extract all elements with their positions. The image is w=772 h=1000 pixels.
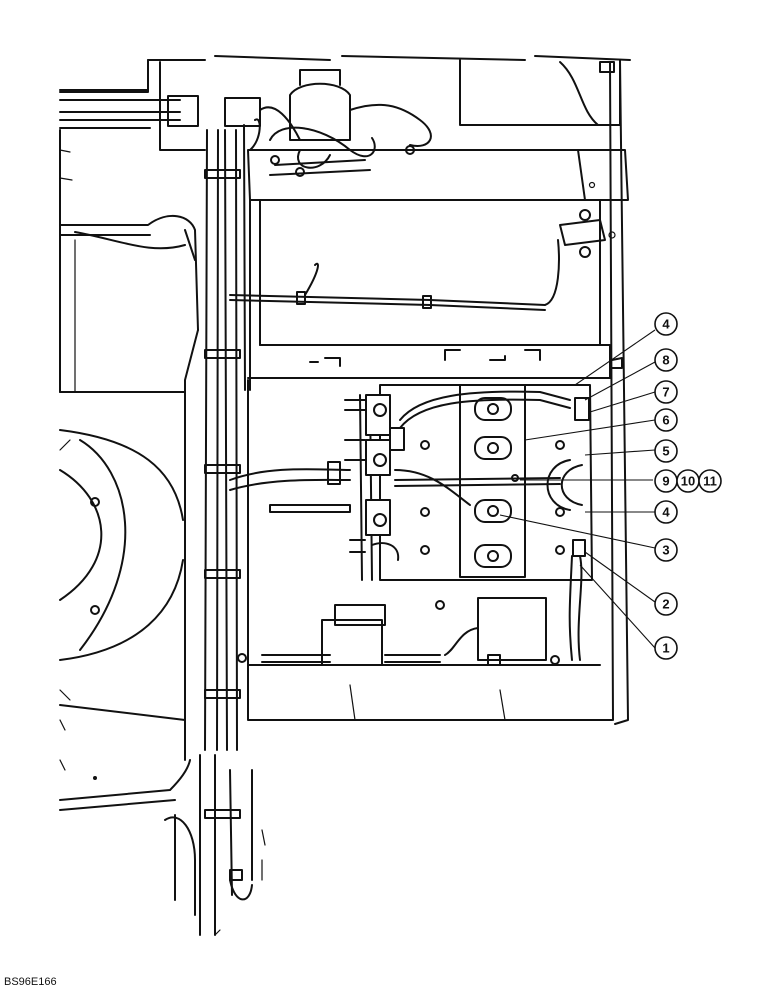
callout-2: 2 xyxy=(654,592,678,616)
callout-10: 10 xyxy=(676,469,700,493)
harness-conduit xyxy=(59,95,301,819)
svg-text:1: 1 xyxy=(662,641,669,656)
svg-text:4: 4 xyxy=(662,505,670,520)
callout-4-top: 4 xyxy=(654,312,678,336)
callout-5: 5 xyxy=(654,439,678,463)
callout-8: 8 xyxy=(654,348,678,372)
svg-text:9: 9 xyxy=(662,474,669,489)
callout-6: 6 xyxy=(654,408,678,432)
svg-text:3: 3 xyxy=(662,543,669,558)
upper-bracket-area xyxy=(74,59,629,391)
svg-text:10: 10 xyxy=(681,474,695,489)
svg-text:8: 8 xyxy=(662,353,669,368)
figure-code: BS96E166 xyxy=(4,976,57,988)
svg-text:2: 2 xyxy=(662,597,669,612)
svg-text:5: 5 xyxy=(662,444,669,459)
lower-panel xyxy=(229,349,623,721)
callout-3: 3 xyxy=(654,538,678,562)
callout-7: 7 xyxy=(654,380,678,404)
callout-1: 1 xyxy=(654,636,678,660)
svg-text:4: 4 xyxy=(662,317,670,332)
callout-leaders xyxy=(499,329,656,649)
callout-11: 11 xyxy=(698,469,722,493)
svg-text:7: 7 xyxy=(662,385,669,400)
svg-text:11: 11 xyxy=(703,474,717,489)
svg-text:6: 6 xyxy=(662,413,669,428)
callout-4-bottom: 4 xyxy=(654,500,678,524)
callout-9: 9 xyxy=(654,469,678,493)
chassis-outline xyxy=(59,55,631,936)
